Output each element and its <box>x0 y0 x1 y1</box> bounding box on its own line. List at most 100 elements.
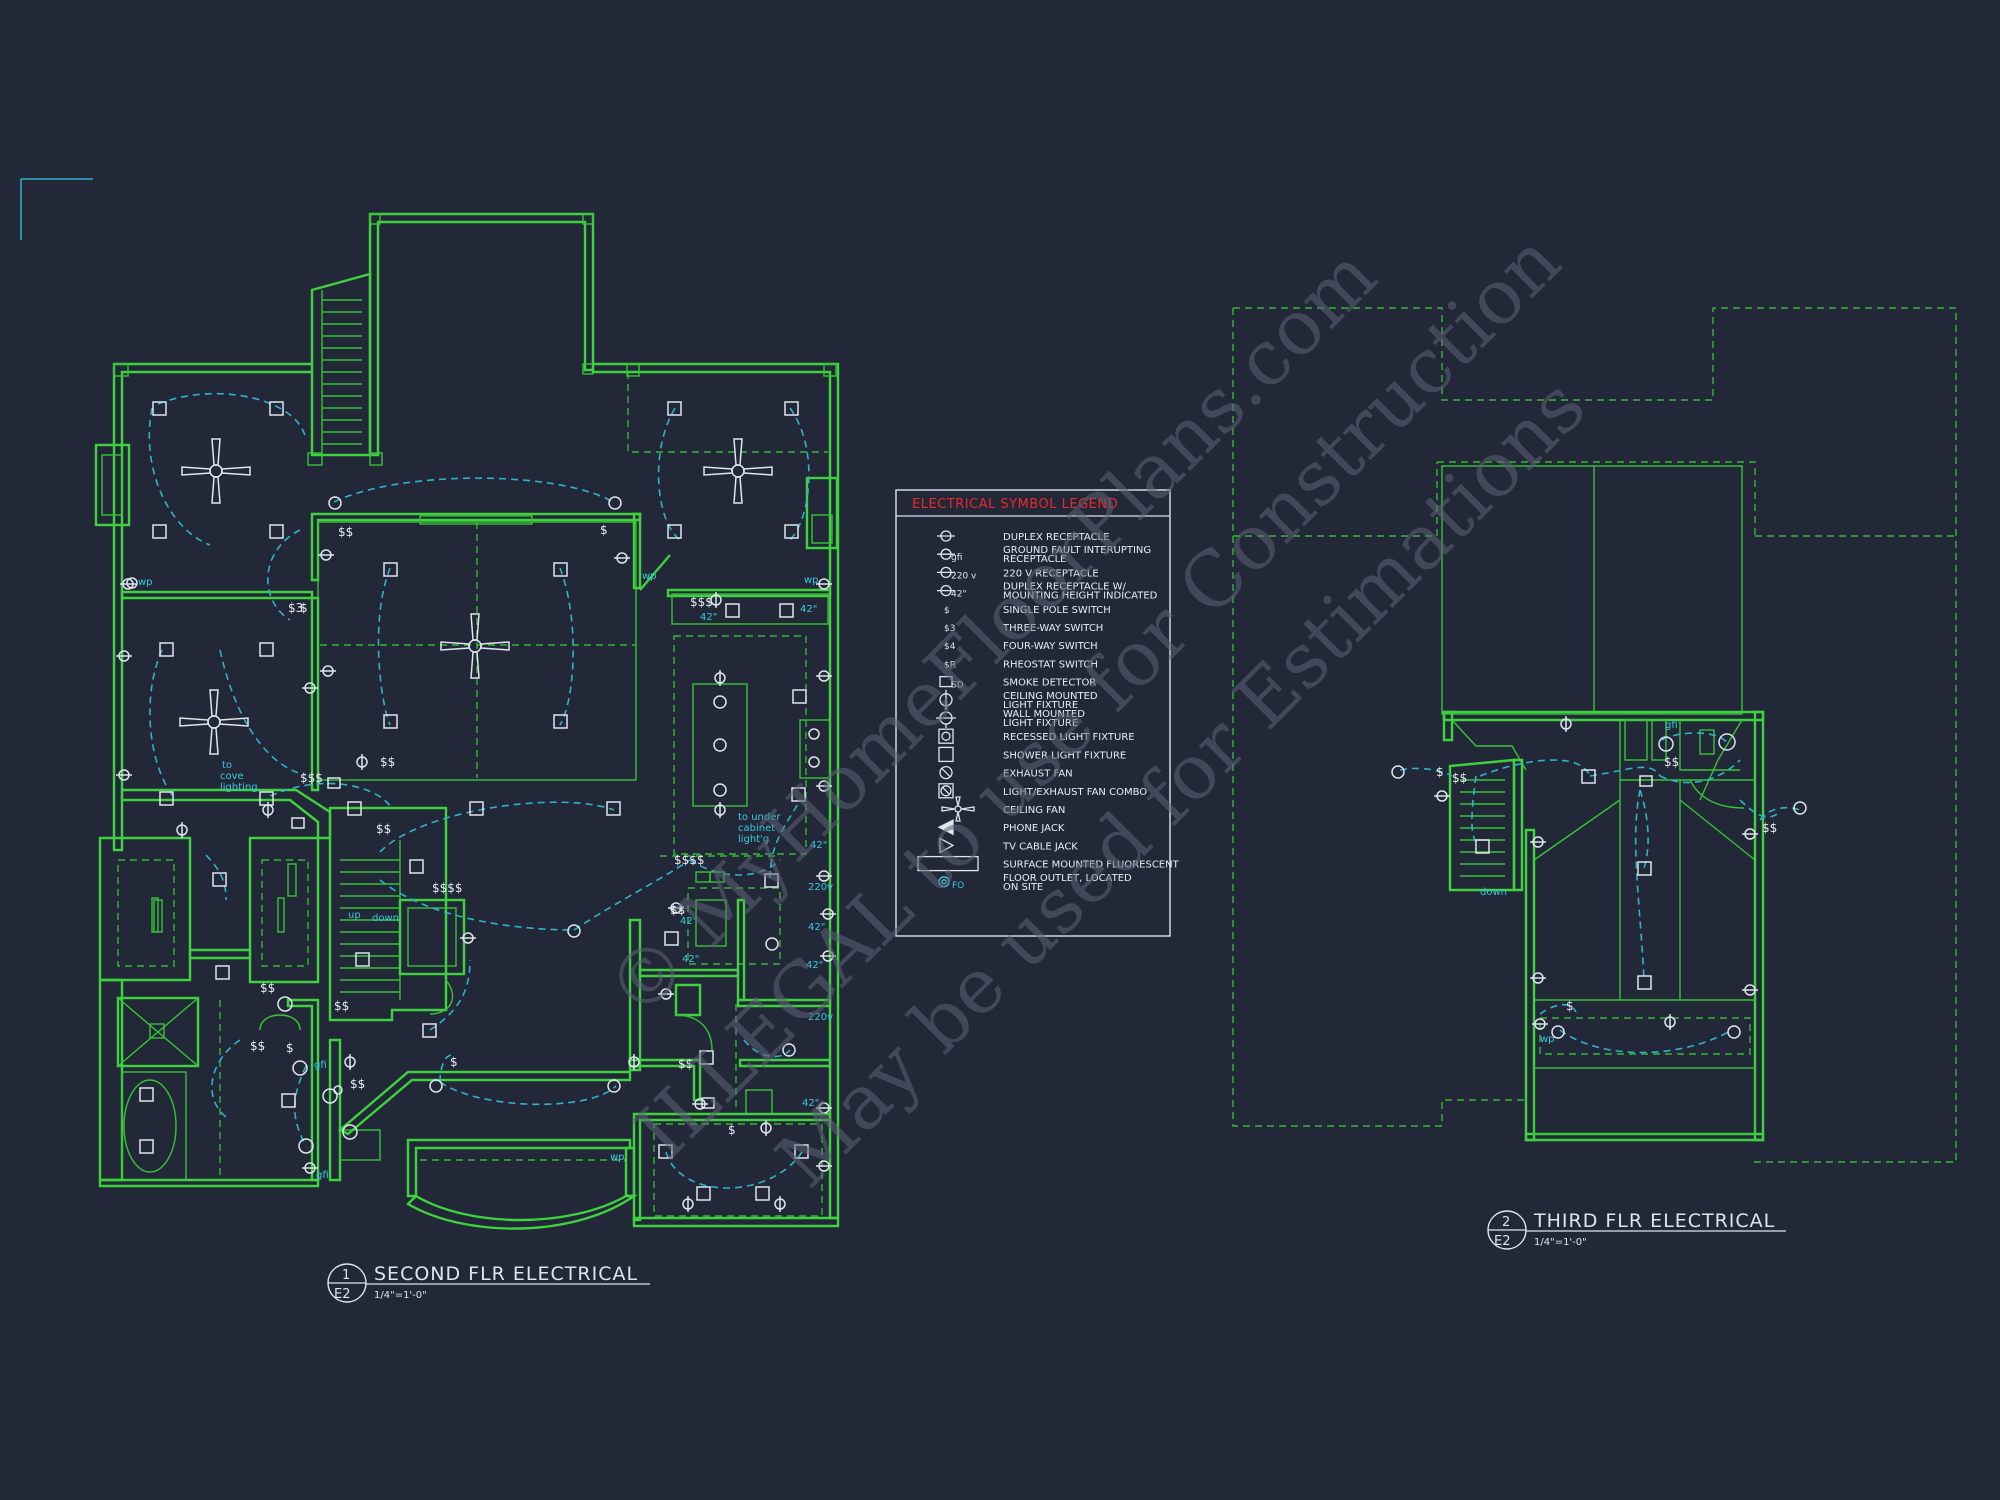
legend-row: $3 THREE-WAY SWITCH <box>944 623 1103 634</box>
wall-light-icon <box>936 711 956 728</box>
legend-label: RECEPTACLE <box>1003 554 1066 565</box>
svg-text:42": 42" <box>806 960 823 971</box>
legend-label: FLOOR OUTLET, LOCATED <box>1003 873 1132 884</box>
legend-label: SINGLE POLE SWITCH <box>1003 605 1111 616</box>
svg-text:$$: $$ <box>1664 755 1679 769</box>
svg-text:down: down <box>372 913 399 924</box>
svg-text:$: $ <box>728 1123 736 1137</box>
legend-row: LIGHT/EXHAUST FAN COMBO <box>938 783 1147 799</box>
legend-label: DUPLEX RECEPTACLE W/ <box>1003 582 1127 593</box>
svg-text:$$$$: $$$$ <box>432 881 463 895</box>
legend-row: RECESSED LIGHT FIXTURE <box>938 728 1135 744</box>
svg-text:$: $ <box>286 1041 294 1055</box>
legend-label: CEILING FAN <box>1003 805 1065 816</box>
light-exhaust-combo-icon <box>938 783 954 799</box>
legend-label: LIGHT/EXHAUST FAN COMBO <box>1003 787 1147 798</box>
svg-text:220v: 220v <box>808 882 833 893</box>
svg-text:to under: to under <box>738 812 781 823</box>
legend-symbol-text: $4 <box>944 642 956 652</box>
svg-text:1/4"=1'-0": 1/4"=1'-0" <box>374 1290 427 1301</box>
legend-symbol-text: $3 <box>944 624 955 634</box>
recessed-light-icon <box>938 728 954 744</box>
legend-symbol-text: FO <box>952 881 964 891</box>
legend-label: FOUR-WAY SWITCH <box>1003 641 1098 652</box>
legend-title: ELECTRICAL SYMBOL LEGEND <box>912 497 1118 512</box>
legend-rows: DUPLEX RECEPTACLE gfi GROUND FAULT INTERUP… <box>917 530 1180 893</box>
legend-label: ON SITE <box>1003 882 1043 893</box>
svg-text:gfi: gfi <box>1665 720 1678 731</box>
crop-mark <box>20 178 93 240</box>
watermark: © MyHomeFloorPlans.com ILLEGAL to use fo… <box>589 216 1602 1204</box>
ceiling-light-icon <box>939 689 953 710</box>
ceiling-fan-icon <box>703 438 773 504</box>
ceiling-fan-icon <box>941 796 975 822</box>
legend-label: THREE-WAY SWITCH <box>1002 623 1103 634</box>
svg-text:42": 42" <box>802 1098 819 1109</box>
svg-text:down: down <box>1480 887 1507 898</box>
legend-label: SMOKE DETECTOR <box>1003 678 1096 689</box>
legend-row: $ SINGLE POLE SWITCH <box>944 605 1111 616</box>
legend-row: TV CABLE JACK <box>939 837 1078 854</box>
legend-label: WALL MOUNTED <box>1003 709 1085 720</box>
svg-text:42": 42" <box>700 612 717 623</box>
svg-text:1/4"=1'-0": 1/4"=1'-0" <box>1534 1237 1587 1248</box>
svg-text:$: $ <box>300 601 308 615</box>
svg-text:1: 1 <box>342 1268 350 1283</box>
svg-text:cabinet: cabinet <box>738 823 775 834</box>
legend-row: DUPLEX RECEPTACLE <box>937 530 1109 543</box>
svg-text:wp: wp <box>642 571 657 582</box>
legend-label: PHONE JACK <box>1003 823 1065 834</box>
duplex-receptacle-icon <box>937 530 955 542</box>
svg-text:220v: 220v <box>808 1012 833 1023</box>
third-floor-fixtures: down wp gfi $ $$ $$ $$ $ <box>1391 716 1807 1045</box>
svg-text:$$$: $$$ <box>300 771 323 785</box>
legend-row: SURFACE MOUNTED FLUORESCENT <box>917 855 1180 872</box>
svg-text:$$: $$ <box>376 822 391 836</box>
legend-row: CEILING FAN <box>941 796 1065 822</box>
receptacle-220v-icon <box>937 566 955 579</box>
svg-text:$$: $$ <box>350 1077 365 1091</box>
svg-text:$$: $$ <box>338 525 353 539</box>
svg-text:to: to <box>222 760 232 771</box>
legend-label: EXHAUST FAN <box>1003 769 1073 780</box>
floor-outlet-icon <box>938 876 950 888</box>
svg-text:$$: $$ <box>1762 821 1777 835</box>
legend-label: GROUND FAULT INTERUPTING <box>1003 545 1151 556</box>
svg-text:$$: $$ <box>678 1057 693 1071</box>
electrical-symbol-legend: ELECTRICAL SYMBOL LEGEND DUPLEX RECEPTAC… <box>895 489 1180 937</box>
legend-label: CEILING MOUNTED <box>1003 691 1098 702</box>
svg-text:$$$$: $$$$ <box>674 853 705 867</box>
second-floor-wiring <box>148 392 810 1189</box>
legend-label: SHOWER LIGHT FIXTURE <box>1003 750 1126 761</box>
svg-text:42": 42" <box>682 954 699 965</box>
second-floor-title: 1 E2 SECOND FLR ELECTRICAL 1/4"=1'-0" <box>327 1263 650 1303</box>
legend-label: RHEOSTAT SWITCH <box>1003 659 1098 670</box>
second-floor-fixtures <box>116 401 836 1212</box>
svg-text:gfi: gfi <box>316 1170 329 1181</box>
svg-text:ILLEGAL to use for Constructio: ILLEGAL to use for Construction <box>617 216 1577 1176</box>
svg-text:gfi: gfi <box>314 1060 327 1071</box>
svg-text:wp: wp <box>804 575 819 586</box>
svg-text:$: $ <box>450 1055 458 1069</box>
legend-label: DUPLEX RECEPTACLE <box>1003 532 1109 543</box>
svg-text:42": 42" <box>680 916 697 927</box>
legend-symbol-text: $ <box>944 606 950 616</box>
receptacle-height-icon <box>937 584 955 597</box>
legend-row: 42"DUPLEX RECEPTACLE W/MOUNTING HEIGHT I… <box>937 582 1158 602</box>
svg-text:THIRD FLR ELECTRICAL: THIRD FLR ELECTRICAL <box>1533 1210 1775 1232</box>
fluorescent-icon <box>917 855 979 872</box>
svg-text:$$: $$ <box>1452 771 1467 785</box>
legend-label: 220 V RECEPTACLE <box>1003 568 1099 579</box>
svg-text:up: up <box>348 910 361 921</box>
svg-text:cove: cove <box>220 771 244 782</box>
ceiling-fan-icon <box>179 689 249 755</box>
legend-label: SURFACE MOUNTED FLUORESCENT <box>1003 860 1180 871</box>
legend-symbol-text: gfi <box>951 553 962 563</box>
svg-text:42": 42" <box>810 840 827 851</box>
